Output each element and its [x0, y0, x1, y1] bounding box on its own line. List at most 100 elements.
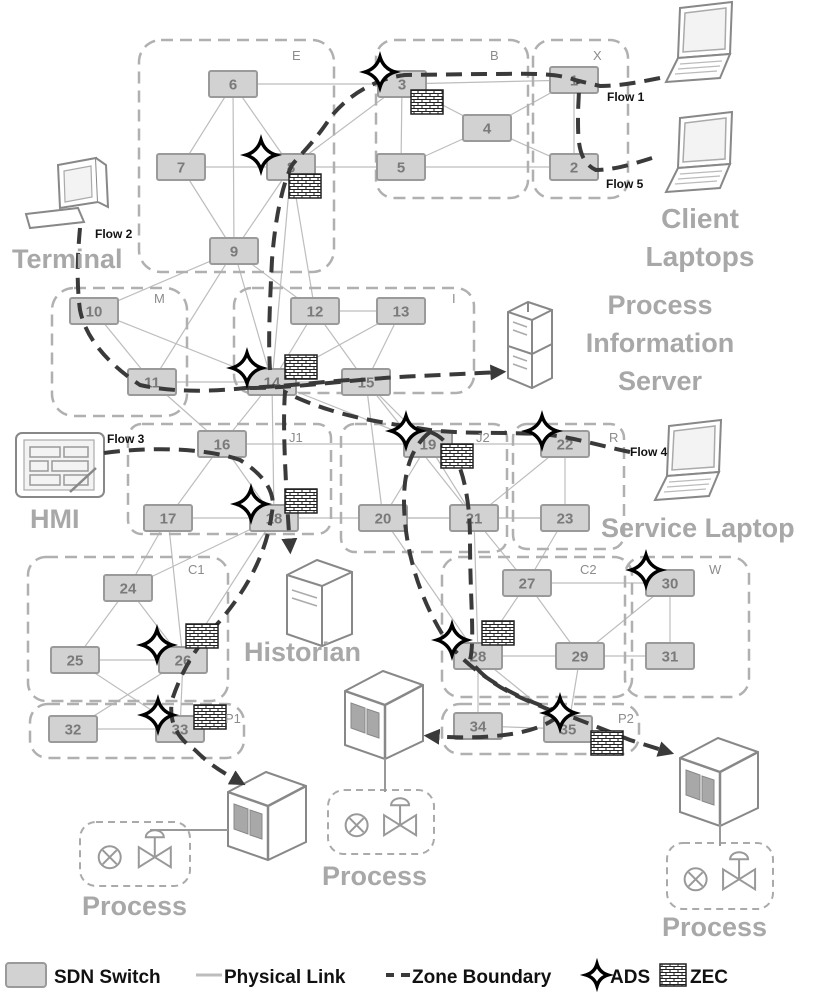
flow-2-path — [75, 227, 351, 393]
sdn-switch-body — [645, 642, 695, 670]
sdn-switch-24[interactable]: 24 — [103, 574, 153, 602]
sdn-switch-6[interactable]: 6 — [208, 70, 258, 98]
zone-label-R: R — [609, 430, 618, 445]
sdn-switch-25[interactable]: 25 — [50, 646, 100, 674]
process-right-box — [666, 842, 774, 910]
sdn-switch-17[interactable]: 17 — [143, 504, 193, 532]
sdn-switch-body — [209, 237, 259, 265]
zec-marker-1 — [410, 89, 444, 115]
sdn-switch-31[interactable]: 31 — [645, 642, 695, 670]
sdn-switch-label: 16 — [214, 437, 231, 454]
zone-boundary-C1 — [26, 555, 230, 703]
sdn-switch-label: 6 — [229, 77, 237, 94]
server-label-line1: Process — [607, 290, 712, 320]
process-middle-label: Process — [322, 861, 427, 891]
sdn-switch-27[interactable]: 27 — [502, 569, 552, 597]
sdn-switch-body — [449, 504, 499, 532]
zone-label-M: M — [154, 291, 165, 306]
zone-label-X: X — [593, 48, 602, 63]
service-laptop-icon — [653, 418, 723, 502]
zec-marker-7 — [481, 620, 515, 646]
flow-4-label: Flow 4 — [630, 445, 668, 459]
sdn-switch-9[interactable]: 9 — [209, 237, 259, 265]
sdn-switch-21[interactable]: 21 — [449, 504, 499, 532]
server-label-line3: Server — [618, 366, 703, 396]
ads-marker-9 — [430, 618, 474, 662]
zone-boundary-J2 — [339, 422, 509, 554]
client-laptops-label-line2: Laptops — [646, 241, 755, 272]
sdn-switch-32[interactable]: 32 — [48, 715, 98, 743]
ads-marker-7 — [624, 548, 668, 592]
sdn-switch-body — [50, 646, 100, 674]
zone-label-P2: P2 — [618, 711, 634, 726]
sdn-switch-5[interactable]: 5 — [376, 153, 426, 181]
zone-boundary-W — [623, 555, 751, 699]
sdn-switch-label: 10 — [86, 304, 103, 321]
zec-marker-3 — [284, 354, 318, 380]
legend-zec-label: ZEC — [690, 967, 728, 988]
sdn-switch-body — [143, 504, 193, 532]
zec-marker-2 — [288, 173, 322, 199]
zone-label-B: B — [490, 48, 499, 63]
sdn-switch-label: 9 — [230, 244, 238, 261]
terminal-icon — [24, 156, 110, 230]
legend-zec-icon — [659, 963, 687, 987]
sdn-switch-10[interactable]: 10 — [69, 297, 119, 325]
zone-label-W: W — [709, 562, 722, 577]
ads-marker-3 — [225, 346, 269, 390]
historian-icon — [286, 558, 353, 648]
hmi-label: HMI — [30, 504, 80, 534]
sdn-switch-20[interactable]: 20 — [358, 504, 408, 532]
sdn-switch-label: 13 — [393, 304, 410, 321]
sdn-switch-13[interactable]: 13 — [376, 297, 426, 325]
sdn-switch-29[interactable]: 29 — [555, 642, 605, 670]
sdn-switch-label: 22 — [557, 437, 574, 454]
process-left-label: Process — [82, 891, 187, 921]
sdn-switch-34[interactable]: 34 — [453, 712, 503, 740]
sdn-switch-label: 12 — [307, 304, 324, 321]
sdn-switch-label: 17 — [160, 511, 177, 528]
sdn-switch-label: 15 — [358, 375, 375, 392]
zec-markers — [185, 89, 624, 756]
sdn-switch-body — [549, 153, 599, 181]
sdn-switch-22[interactable]: 22 — [540, 430, 590, 458]
zone-label-P1: P1 — [225, 711, 241, 726]
sdn-switch-label: 29 — [572, 649, 589, 666]
sdn-switch-label: 35 — [560, 722, 577, 739]
process-right-label: Process — [662, 912, 767, 942]
zone-boundary-M — [50, 286, 189, 418]
zone-boundary-E — [137, 38, 336, 274]
sdn-switch-body — [48, 715, 98, 743]
zone-boundary-X — [531, 38, 630, 200]
zone-label-I: I — [452, 291, 456, 306]
legend-ads-label: ADS — [610, 967, 650, 988]
client-laptop-1-icon — [664, 0, 734, 84]
physical-link-3-1 — [401, 79, 575, 85]
sdn-switch-label: 28 — [470, 649, 487, 666]
sdn-switch-label: 30 — [662, 576, 679, 593]
sdn-switch-4[interactable]: 4 — [462, 114, 512, 142]
sdn-switch-label: 20 — [375, 511, 392, 528]
sdn-switch-23[interactable]: 23 — [540, 504, 590, 532]
sdn-switch-28[interactable]: 28 — [453, 642, 503, 670]
sdn-switch-2[interactable]: 2 — [549, 153, 599, 181]
terminal-label: Terminal — [12, 244, 123, 274]
process-left-box — [79, 821, 191, 887]
legend-ads-icon — [579, 957, 615, 993]
sdn-switch-body — [376, 153, 426, 181]
sdn-switch-body — [555, 642, 605, 670]
sdn-switch-label: 2 — [570, 160, 578, 177]
physical-link-20-28 — [382, 517, 479, 657]
sdn-switch-label: 33 — [172, 722, 189, 739]
sdn-switch-7[interactable]: 7 — [156, 153, 206, 181]
ads-marker-4 — [384, 409, 428, 453]
flow-5-path — [575, 81, 653, 173]
zec-marker-5 — [284, 488, 318, 514]
sdn-switch-label: 11 — [144, 375, 160, 392]
sdn-switch-16[interactable]: 16 — [197, 430, 247, 458]
zone-label-C2: C2 — [580, 562, 597, 577]
physical-link-21-28 — [473, 517, 479, 657]
service-laptop-label: Service Laptop — [601, 513, 795, 543]
sdn-switch-12[interactable]: 12 — [290, 297, 340, 325]
